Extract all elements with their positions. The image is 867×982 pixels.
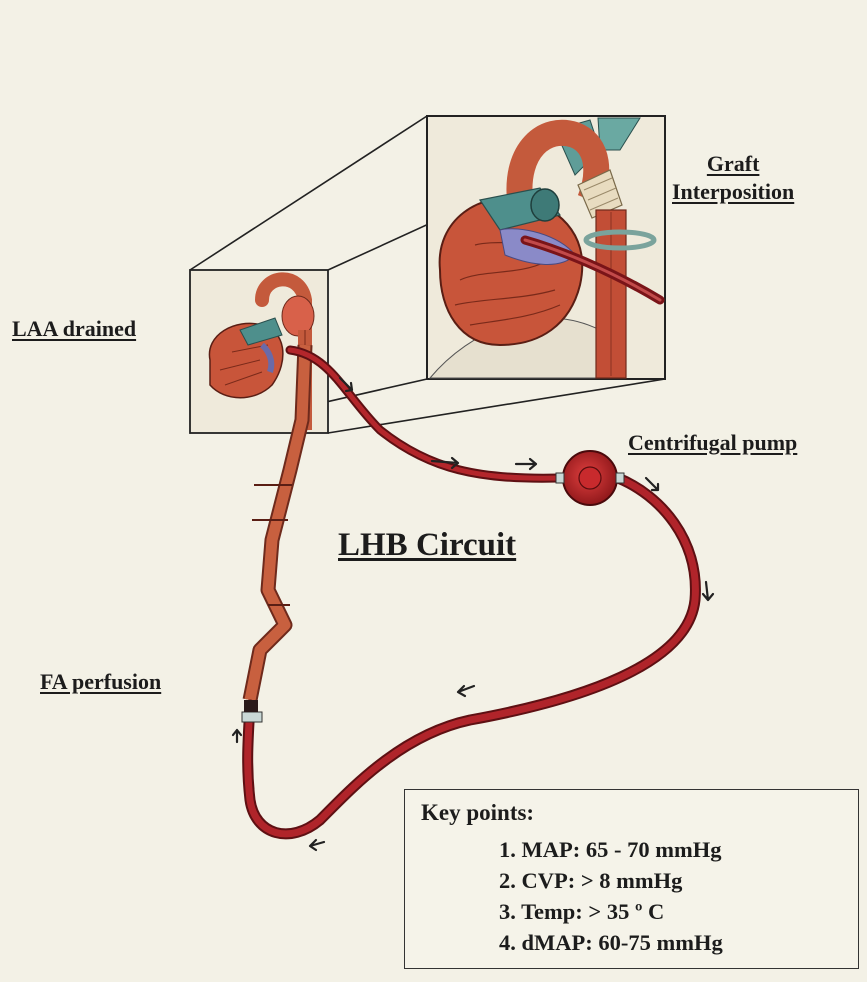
key-point-item: 1. MAP: 65 - 70 mmHg	[499, 834, 723, 865]
flow-arrow	[703, 582, 713, 600]
centrifugal-pump-label: Centrifugal pump	[628, 430, 797, 456]
fa-perfusion-label: FA perfusion	[40, 669, 161, 695]
key-points-box: Key points: 1. MAP: 65 - 70 mmHg 2. CVP:…	[404, 789, 859, 969]
flow-arrow	[458, 686, 474, 696]
flow-arrow	[516, 459, 536, 469]
large-heart-inset	[427, 116, 665, 379]
circuit-title: LHB Circuit	[338, 527, 516, 564]
graft-interposition-label: Graft Interposition	[672, 150, 794, 206]
flow-arrow	[310, 840, 324, 850]
laa-drained-label: LAA drained	[12, 316, 136, 342]
key-point-item: 4. dMAP: 60-75 mmHg	[499, 927, 723, 958]
graft-label-line1: Graft	[672, 150, 794, 178]
femoral-cannula-connector	[242, 700, 262, 722]
key-point-item: 3. Temp: > 35 º C	[499, 896, 723, 927]
centrifugal-pump	[556, 451, 624, 505]
key-points-title: Key points:	[421, 800, 534, 826]
key-points-list: 1. MAP: 65 - 70 mmHg 2. CVP: > 8 mmHg 3.…	[499, 834, 723, 958]
key-point-item: 2. CVP: > 8 mmHg	[499, 865, 723, 896]
graft-label-line2: Interposition	[672, 178, 794, 206]
flow-arrow	[233, 730, 241, 742]
